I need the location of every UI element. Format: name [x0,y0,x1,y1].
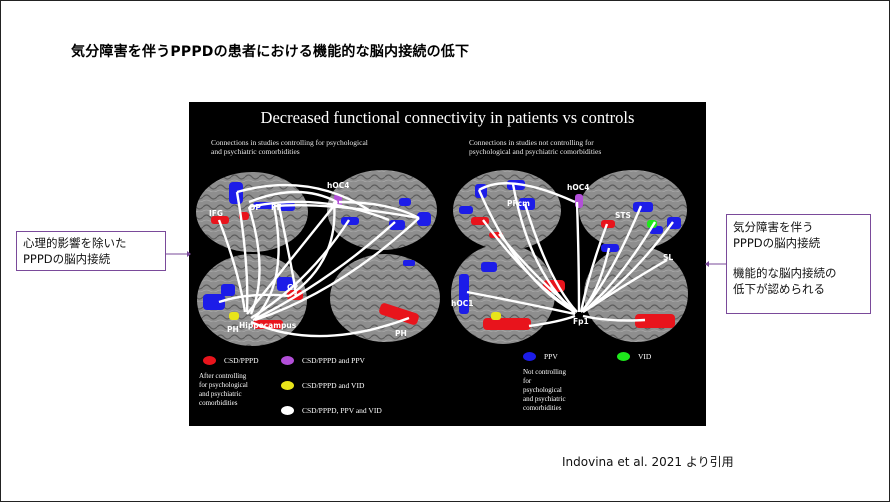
legend-after-note: After controlling for psychological and … [199,372,248,408]
citation: Indovina et al. 2021 より引用 [562,455,734,469]
csd-pppd-vid-region [491,312,501,320]
legend-note-line: comorbidities [199,399,238,407]
legend-note-line: psychological [523,386,562,394]
region-label-hippocampus: Hippocampus [239,321,297,330]
callout-right: 気分障害を伴う PPPDの脳内接続 機能的な脳内接続の 低下が認められる [726,214,871,314]
legend-not-note: Not controlling for psychological and ps… [523,368,566,413]
brain-left-bottom-right [330,254,440,342]
legend-note-line: Not controlling [523,368,566,376]
region-label-hoc4: hOC4 [567,183,589,192]
legend-note-line: for psychological [199,381,248,389]
legend-label: CSD/PPPD [224,356,259,365]
legend-note-line: After controlling [199,372,247,380]
legend-csd-pppd-ppv-vid: CSD/PPPD, PPV and VID [281,406,382,415]
slide-title: 気分障害を伴うPPPDの患者における機能的な脳内接続の低下 [71,44,470,60]
region-label-sl: SL [663,253,673,262]
region-label-pfcm: PFcm [507,199,530,208]
region-label-op: OP [249,203,261,212]
legend-note-line: for [523,377,532,385]
callout-right-line: PPPDの脳内接続 [733,236,821,250]
legend-swatch-white [281,406,294,415]
legend-label: CSD/PPPD and VID [302,381,365,390]
callout-right-line: 低下が認められる [733,282,825,296]
legend-ppv: PPV [523,352,558,361]
callout-right-line: 気分障害を伴う [733,220,814,234]
legend-swatch-yellow [281,381,294,390]
brain-right-top-right [579,170,687,250]
region-label-hoc4: hOC4 [327,181,349,190]
region-label-ph: PH [395,329,407,338]
connections-controlled [217,183,420,338]
legend-note-line: and psychiatric [523,395,566,403]
legend-vid: VID [617,352,651,361]
brain-left-top-right [327,170,437,250]
legend-note-line: comorbidities [523,404,562,412]
region-label-pf: PF [271,203,282,212]
left-subtitle-line: and psychiatric comorbidities [211,147,300,156]
figure-title: Decreased functional connectivity in pat… [260,108,635,127]
right-subtitle: Connections in studies not controlling f… [469,138,601,156]
right-subtitle-line: psychological and psychiatric comorbidit… [469,147,602,156]
region-label-sts: STS [615,211,631,220]
region-label-ph: PH [227,325,239,334]
connectivity-figure: Decreased functional connectivity in pat… [189,102,706,426]
legend-csd-pppd-ppv: CSD/PPPD and PPV [281,356,365,365]
legend-label: VID [638,352,652,361]
legend-label: CSD/PPPD, PPV and VID [302,406,382,415]
region-label-hoc1: hOC1 [451,299,473,308]
brain-connectivity-diagram: hOC4 hOC4 hOC1 Fp1 SL PH PH Hippocampus … [196,170,688,346]
csd-pppd-vid-region [229,312,239,320]
callout-right-line: 機能的な脳内接続の [733,266,837,280]
left-subtitle-line: Connections in studies controlling for p… [211,138,368,147]
legend-csd-pppd: CSD/PPPD [203,356,259,365]
connections-not-controlled [466,182,674,328]
legend-swatch-red [203,356,216,365]
legend-swatch-green [617,352,630,361]
callout-left-line: PPPDの脳内接続 [23,252,111,266]
legend-label: PPV [544,352,558,361]
region-label-g2: G2 [287,283,298,292]
callout-left: 心理的影響を除いた PPPDの脳内接続 [16,231,166,271]
region-label-fp1: Fp1 [573,317,589,326]
callout-left-line: 心理的影響を除いた [23,236,127,250]
legend-swatch-blue [523,352,536,361]
region-label-ifg: IFG [209,209,223,218]
legend-label: CSD/PPPD and PPV [302,356,365,365]
legend-note-line: and psychiatric [199,390,242,398]
right-subtitle-line: Connections in studies not controlling f… [469,138,594,147]
legend-csd-pppd-vid: CSD/PPPD and VID [281,381,364,390]
legend-swatch-purple [281,356,294,365]
left-subtitle: Connections in studies controlling for p… [211,138,368,156]
